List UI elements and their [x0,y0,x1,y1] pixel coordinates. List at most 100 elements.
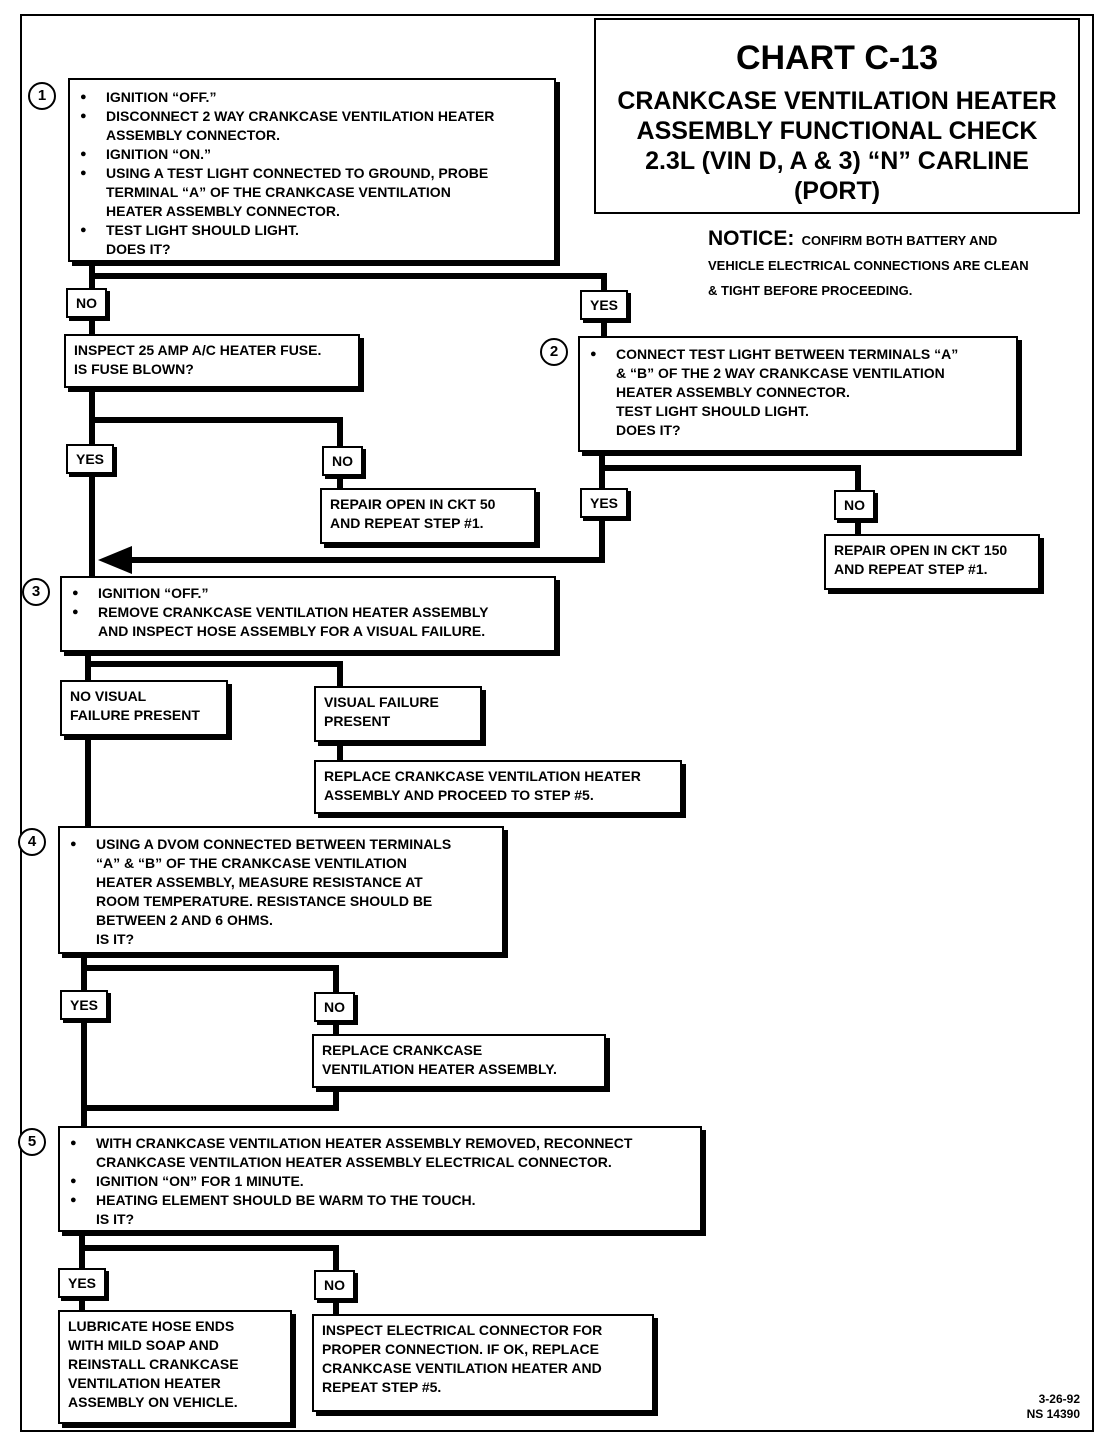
step-number-3: 3 [22,578,50,606]
connector-s4-split [81,951,339,995]
connector-replace-merge [81,1085,339,1111]
replace-and-proceed-box: REPLACE CRANKCASE VENTILATION HEATER ASS… [314,760,682,814]
connector-s1-split [89,259,607,295]
step-4-line: HEATER ASSEMBLY, MEASURE RESISTANCE AT [96,874,423,890]
box-line: REPLACE CRANKCASE VENTILATION HEATER [324,768,641,784]
step-2-line: DOES IT? [616,422,681,438]
box-line: NO VISUAL [70,688,147,704]
step-1-line: TEST LIGHT SHOULD LIGHT. [78,221,546,240]
fuse-yes-label: YES [66,444,115,474]
inspect-connector-box: INSPECT ELECTRICAL CONNECTOR FOR PROPER … [312,1314,654,1412]
step-1-line: IGNITION “OFF.” [78,88,546,107]
step-4-line: BETWEEN 2 AND 6 OHMS. [96,912,273,928]
replace-assembly-box: REPLACE CRANKCASE VENTILATION HEATER ASS… [312,1034,606,1088]
step-2-line: TEST LIGHT SHOULD LIGHT. [616,403,809,419]
step-1-line: TERMINAL “A” OF THE CRANKCASE VENTILATIO… [106,184,451,200]
box-line: LUBRICATE HOSE ENDS [68,1318,235,1334]
document-code: 3-26-92 NS 14390 [1000,1392,1080,1422]
step-1-box: IGNITION “OFF.” DISCONNECT 2 WAY CRANKCA… [68,78,556,262]
box-line: INSPECT 25 AMP A/C HEATER FUSE. [74,342,322,358]
step-1-line: DISCONNECT 2 WAY CRANKCASE VENTILATION H… [78,107,546,126]
box-line: INSPECT ELECTRICAL CONNECTOR FOR [322,1322,603,1338]
box-line: WITH MILD SOAP AND [68,1337,219,1353]
lubricate-reinstall-box: LUBRICATE HOSE ENDS WITH MILD SOAP AND R… [58,1310,292,1424]
s5-yes-label: YES [58,1268,107,1298]
inspect-fuse-box: INSPECT 25 AMP A/C HEATER FUSE. IS FUSE … [64,334,360,388]
s4-no-label: NO [314,992,355,1022]
title-line: ASSEMBLY FUNCTIONAL CHECK [636,117,1038,145]
step-3-line: AND INSPECT HOSE ASSEMBLY FOR A VISUAL F… [98,623,486,639]
s5-no-label: NO [314,1270,355,1300]
step-1-line: IGNITION “ON.” [78,145,546,164]
step-2-line: HEATER ASSEMBLY CONNECTOR. [616,384,850,400]
step-1-line: USING A TEST LIGHT CONNECTED TO GROUND, … [78,164,546,183]
visual-failure-box: VISUAL FAILURE PRESENT [314,686,482,742]
box-line: REINSTALL CRANKCASE [68,1356,239,1372]
step-5-line: WITH CRANKCASE VENTILATION HEATER ASSEMB… [68,1134,692,1153]
connector-s5-split [79,1229,339,1273]
notice-label: NOTICE: [708,227,795,250]
fuse-no-label: NO [322,446,363,476]
box-line: AND REPEAT STEP #1. [330,515,484,531]
box-line: FAILURE PRESENT [70,707,200,723]
box-line: AND REPEAT STEP #1. [834,561,988,577]
box-line: REPAIR OPEN IN CKT 150 [834,542,1008,558]
s1-yes-label: YES [580,290,629,320]
s4-yes-label: YES [60,990,109,1020]
box-line: PRESENT [324,713,391,729]
step-5-line: IS IT? [96,1211,135,1227]
title-line: CRANKCASE VENTILATION HEATER [617,87,1057,115]
arrowhead-to-step3 [98,546,132,574]
repair-ckt50-box: REPAIR OPEN IN CKT 50 AND REPEAT STEP #1… [320,488,536,544]
footer-date: 3-26-92 [1038,1392,1080,1406]
box-line: REPLACE CRANKCASE [322,1042,483,1058]
step-2-box: CONNECT TEST LIGHT BETWEEN TERMINALS “A”… [578,336,1018,452]
step-5-line: IGNITION “ON” FOR 1 MINUTE. [68,1172,692,1191]
s1-no-label: NO [66,288,107,318]
notice-line-2: VEHICLE ELECTRICAL CONNECTIONS ARE CLEAN [708,258,1029,273]
step-2-line: & “B” OF THE 2 WAY CRANKCASE VENTILATION [616,365,945,381]
step-5-line: HEATING ELEMENT SHOULD BE WARM TO THE TO… [68,1191,692,1210]
step-5-box: WITH CRANKCASE VENTILATION HEATER ASSEMB… [58,1126,702,1232]
connector-s3-split [85,649,343,689]
step-1-line: ASSEMBLY CONNECTOR. [106,127,280,143]
step-5-line: CRANKCASE VENTILATION HEATER ASSEMBLY EL… [96,1154,612,1170]
step-number-2: 2 [540,338,568,366]
box-line: VENTILATION HEATER [68,1375,221,1391]
box-line: REPAIR OPEN IN CKT 50 [330,496,496,512]
notice: NOTICE: CONFIRM BOTH BATTERY AND VEHICLE… [708,226,1098,303]
notice-line-3: & TIGHT BEFORE PROCEEDING. [708,283,913,298]
step-4-line: ROOM TEMPERATURE. RESISTANCE SHOULD BE [96,893,433,909]
step-3-box: IGNITION “OFF.” REMOVE CRANKCASE VENTILA… [60,576,556,652]
step-4-line: USING A DVOM CONNECTED BETWEEN TERMINALS [68,835,494,854]
title-line: 2.3L (VIN D, A & 3) “N” CARLINE [645,147,1029,175]
chart-id: CHART C-13 [735,39,939,77]
title-line: (PORT) [793,177,881,205]
box-line: IS FUSE BLOWN? [74,361,194,377]
box-line: PROPER CONNECTION. IF OK, REPLACE [322,1341,599,1357]
step-1-line: HEATER ASSEMBLY CONNECTOR. [106,203,340,219]
box-line: ASSEMBLY AND PROCEED TO STEP #5. [324,787,594,803]
page-frame [20,14,1094,1432]
step-2-line: CONNECT TEST LIGHT BETWEEN TERMINALS “A” [588,345,1008,364]
step-3-line: REMOVE CRANKCASE VENTILATION HEATER ASSE… [70,603,546,622]
notice-text: CONFIRM BOTH BATTERY AND [801,233,998,248]
s2-no-label: NO [834,490,875,520]
box-line: VISUAL FAILURE [324,694,439,710]
step-number-5: 5 [18,1128,46,1156]
connector-s2-split [599,449,861,493]
step-1-line: DOES IT? [106,241,171,257]
chart-title-box: CHART C-13 CRANKCASE VENTILATION HEATER … [594,18,1080,214]
footer-code: NS 14390 [1026,1407,1080,1421]
step-4-box: USING A DVOM CONNECTED BETWEEN TERMINALS… [58,826,504,954]
s2-yes-label: YES [580,488,629,518]
step-4-line: “A” & “B” OF THE CRANKCASE VENTILATION [96,855,407,871]
no-visual-failure-box: NO VISUAL FAILURE PRESENT [60,680,228,736]
chart-title: CRANKCASE VENTILATION HEATER ASSEMBLY FU… [596,86,1078,206]
step-number-1: 1 [28,82,56,110]
connector-fuse-split [89,385,343,449]
repair-ckt150-box: REPAIR OPEN IN CKT 150 AND REPEAT STEP #… [824,534,1040,590]
box-line: REPEAT STEP #5. [322,1379,442,1395]
